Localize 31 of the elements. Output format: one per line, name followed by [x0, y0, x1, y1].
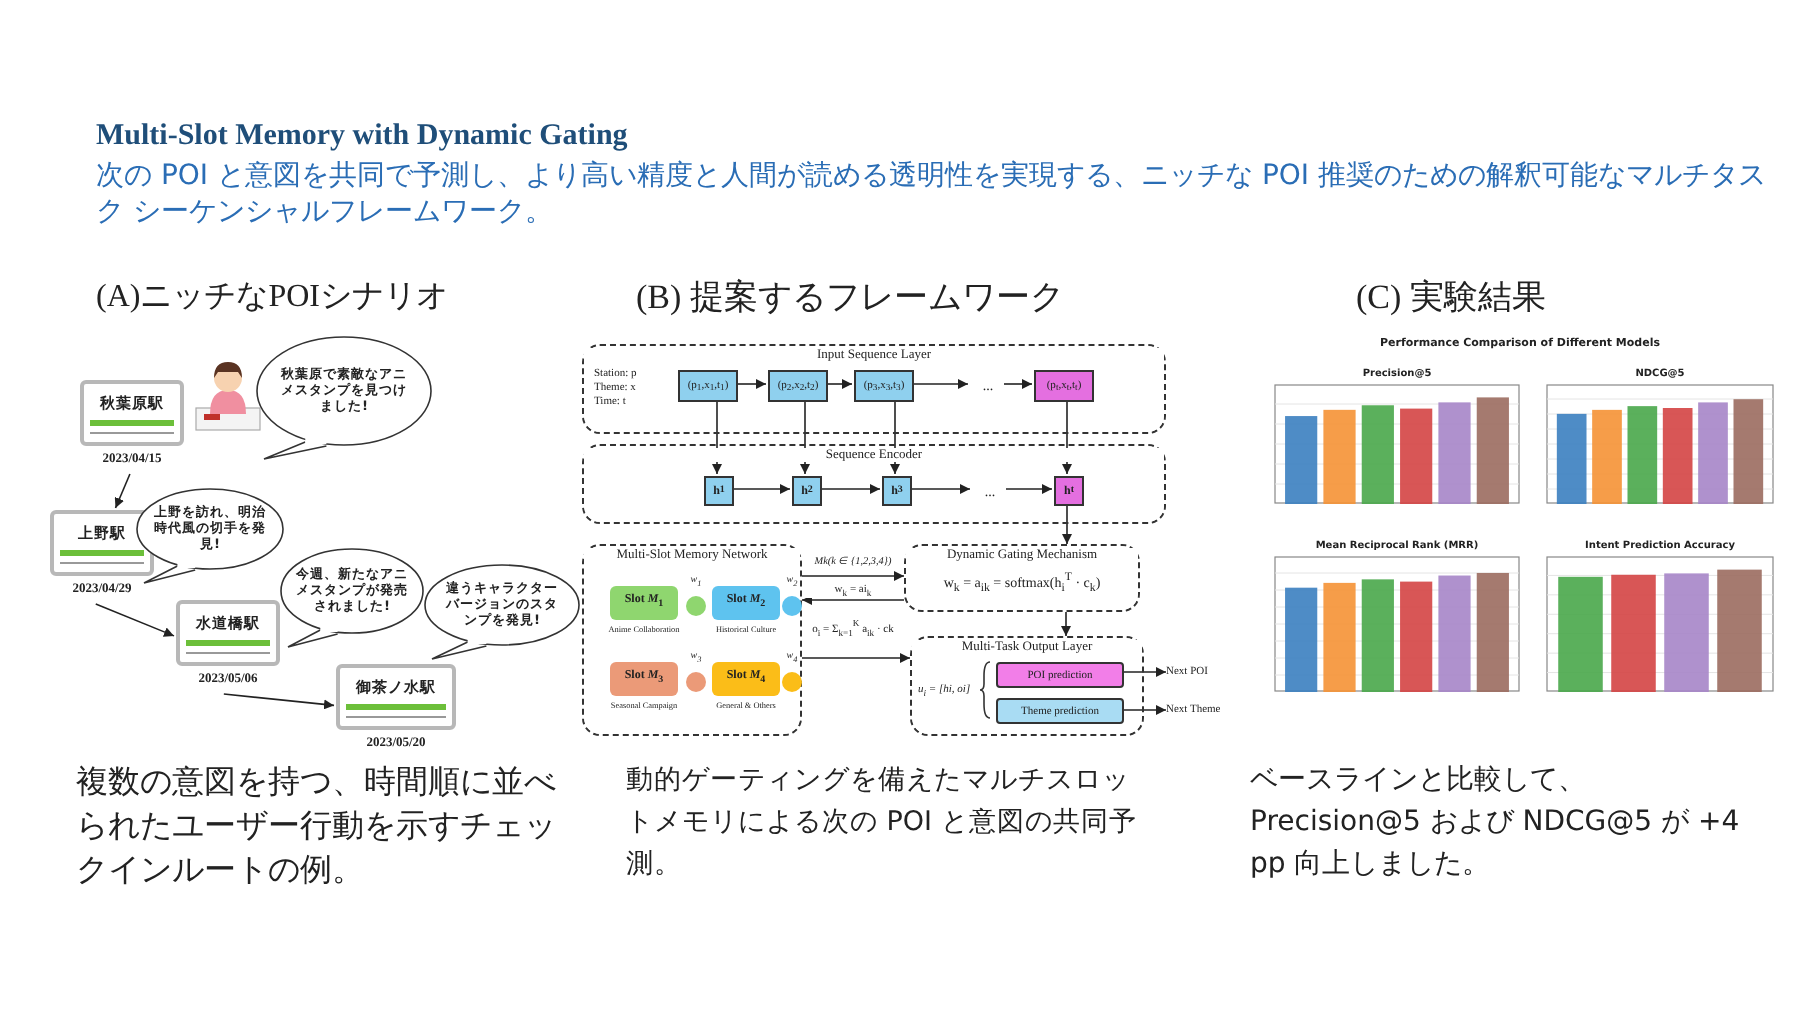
arrow: [911, 379, 969, 389]
arrow: [819, 484, 881, 494]
arrow: [909, 484, 971, 494]
arrow: [801, 571, 905, 581]
layer-panel: [582, 544, 802, 736]
layer-panel: [904, 544, 1140, 612]
arrow: [94, 603, 175, 637]
arrow: [1003, 379, 1033, 389]
arrow: [731, 484, 791, 494]
caption: ベースラインと比較して、Precision@5 および NDCG@5 が +4 pp 向上しました。: [1250, 762, 1742, 884]
arrow: [1061, 611, 1071, 637]
layer-panel: [910, 636, 1144, 736]
arrow: [801, 653, 911, 663]
layer-panel: [582, 344, 1166, 434]
caption: 動的ゲーティングを備えたマルチスロットメモリによる次の POI と意図の共同予測。: [626, 762, 1139, 884]
arrow: [1062, 503, 1072, 545]
arrow: [735, 379, 767, 389]
subtitle: 次の POI と意図を共同で予測し、より高い精度と人間が読める透明性を実現する、ニッチな POI 推奨のための解釈可能なマルチタスク シーケンシャルフレームワーク。: [96, 158, 1768, 230]
arrow: [801, 595, 905, 605]
arrow: [114, 473, 131, 509]
caption: 複数の意図を持つ、時間順に並べられたユーザー行動を示すチェックインルートの例。: [76, 760, 558, 892]
title: Multi-Slot Memory with Dynamic Gating: [96, 120, 628, 154]
section-heading: (A)ニッチなPOIシナリオ: [96, 278, 448, 318]
arrow: [825, 379, 853, 389]
arrow: [1005, 484, 1053, 494]
arrow: [1121, 705, 1167, 715]
arrow: [223, 693, 335, 710]
section-heading: (C) 実験結果: [1356, 276, 1546, 320]
arrow: [1121, 667, 1167, 677]
layer-panel: [582, 444, 1166, 524]
section-heading: (B) 提案するフレームワーク: [636, 276, 1064, 320]
